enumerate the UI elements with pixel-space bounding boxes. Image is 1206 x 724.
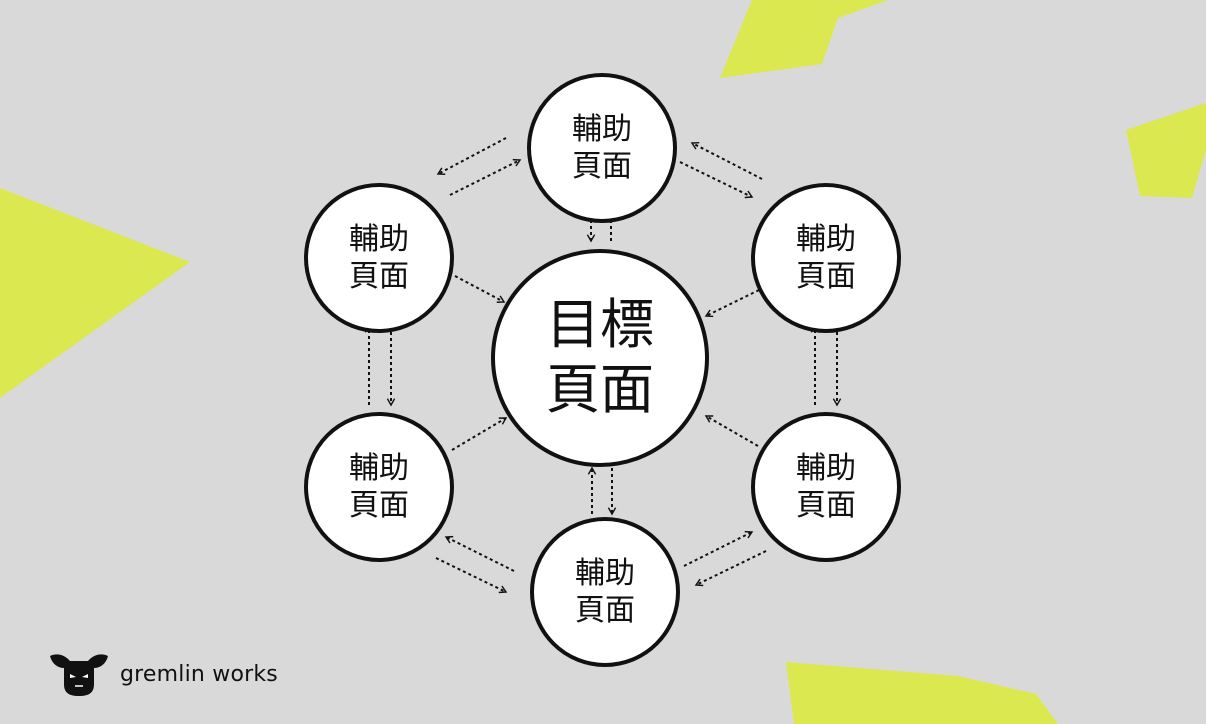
node-label-line2: 頁面 [796, 488, 856, 523]
connector-arrows [364, 137, 842, 594]
satellite-node-lower-left: 輔助 頁面 [304, 412, 454, 562]
center-node: 目標 頁面 [491, 249, 709, 467]
node-label-line2: 頁面 [349, 488, 409, 523]
satellite-node-top: 輔助 頁面 [527, 73, 677, 223]
brand-name: gremlin works [120, 661, 278, 687]
brand-logo: gremlin works [46, 650, 278, 698]
arrow-bottom-to-ll [444, 535, 515, 572]
arrow-ll-to-bottom [435, 557, 508, 594]
arrow-bottom-to-lr [683, 530, 754, 567]
accent-shape-right [1126, 103, 1206, 198]
arrow-lr-to-center [704, 415, 759, 447]
node-label-line1: 輔助 [572, 111, 632, 147]
satellite-node-bottom: 輔助 頁面 [530, 517, 680, 667]
node-label-line1: 輔助 [796, 450, 856, 486]
accent-shape-left [0, 188, 190, 398]
satellite-node-upper-right: 輔助 頁面 [751, 183, 901, 333]
node-label-line1: 輔助 [349, 450, 409, 486]
accent-shape-bottom [786, 662, 1058, 724]
center-label-line2: 頁面 [546, 358, 654, 421]
node-label-line2: 頁面 [796, 259, 856, 294]
arrow-ll-to-center [451, 417, 508, 451]
gremlin-icon [50, 654, 108, 696]
accent-shape-top [720, 0, 888, 78]
satellite-node-upper-left: 輔助 頁面 [304, 183, 454, 333]
arrow-ur-to-top [690, 141, 763, 180]
arrow-top-to-ul [436, 137, 507, 175]
node-label-line1: 輔助 [796, 221, 856, 257]
center-label-line1: 目標 [546, 293, 654, 357]
arrow-ul-to-top [449, 158, 522, 196]
arrow-ul-to-center [454, 275, 506, 303]
node-label-line2: 頁面 [349, 259, 409, 294]
node-label-line2: 頁面 [572, 149, 632, 184]
arrow-top-to-ur [679, 161, 754, 199]
node-label-line2: 頁面 [575, 593, 635, 628]
node-label-line1: 輔助 [575, 555, 635, 591]
satellite-node-lower-right: 輔助 頁面 [751, 412, 901, 562]
arrow-lr-to-bottom [694, 550, 767, 587]
arrow-ur-to-center [704, 289, 760, 318]
node-label-line1: 輔助 [349, 221, 409, 257]
